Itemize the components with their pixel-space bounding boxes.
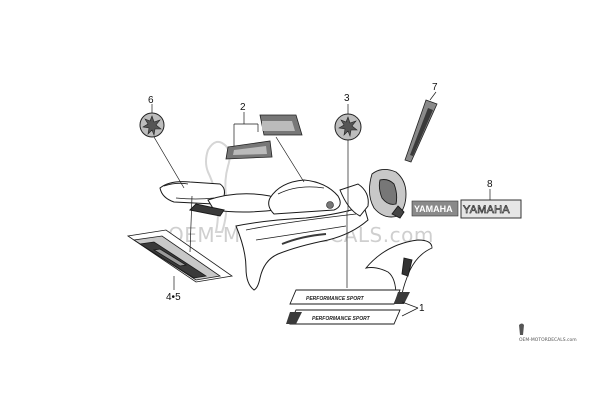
emblem-3	[334, 113, 362, 141]
performance-sport-decals-1: PERFORMANCE SPORT PERFORMANCE SPORT	[286, 289, 410, 325]
stripe-decal-7	[404, 99, 438, 163]
callout-numbers: 6 2 3 7 8 4•5 1	[148, 82, 493, 314]
front-cowl	[339, 183, 369, 217]
callout-1: 1	[419, 303, 425, 314]
tuning-fork-logo-icon	[142, 115, 162, 137]
callout-3: 3	[344, 93, 350, 104]
brand-decal-8: YAMAHA YAMAHA	[411, 199, 522, 219]
leader-lines	[151, 91, 491, 317]
callout-6: 6	[148, 95, 154, 106]
front-fender	[364, 239, 433, 297]
performance-sport-text-lower: PERFORMANCE SPORT	[312, 316, 371, 322]
yamaha-strip-text: YAMAHA	[414, 204, 453, 214]
callout-7: 7	[432, 82, 438, 93]
corner-watermark-text: OEM-MOTORDECALS.com	[519, 337, 577, 343]
callout-8: 8	[487, 179, 493, 190]
motorcycle-bodywork	[159, 179, 369, 291]
lower-stripes-4-5	[126, 229, 234, 283]
corner-logo-icon	[519, 323, 524, 335]
side-fairing	[235, 205, 369, 291]
tuning-fork-logo-icon	[338, 116, 358, 138]
fuel-tank	[268, 179, 341, 215]
headlight-cowl	[369, 169, 407, 219]
yamaha-logo-text: YAMAHA	[463, 204, 510, 216]
watermark-figure-icon	[205, 140, 231, 233]
emblem-6	[139, 112, 165, 138]
callout-4-5: 4•5	[166, 292, 181, 303]
performance-sport-text-upper: PERFORMANCE SPORT	[306, 296, 365, 302]
side-decals-2	[225, 114, 303, 160]
callout-2: 2	[240, 102, 246, 113]
corner-watermark: OEM-MOTORDECALS.com	[519, 323, 577, 343]
